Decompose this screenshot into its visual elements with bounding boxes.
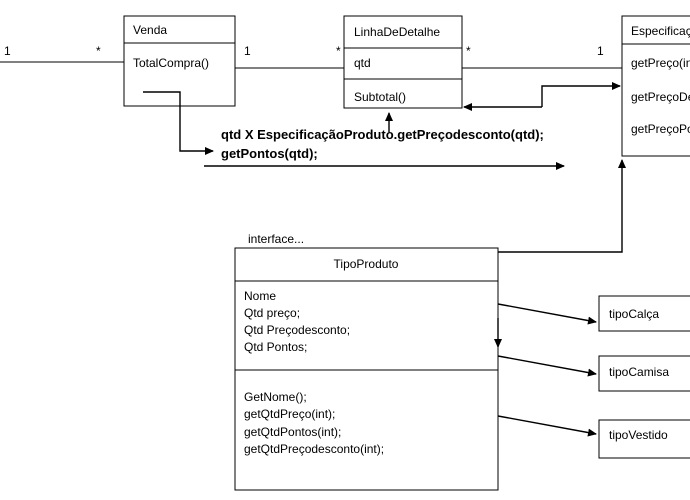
- tipo-produto-attribute-4: Qtd Pontos;: [244, 340, 307, 354]
- tipo-produto-attribute-2: Qtd preço;: [244, 306, 300, 320]
- class-tipo-calca-name: tipoCalça: [609, 307, 659, 321]
- note-line-2: getPontos(qtd);: [221, 146, 318, 161]
- class-especificacao-method-1: getPreço(int): [631, 56, 690, 70]
- multiplicity-venda-left: *: [96, 44, 101, 58]
- interface-stereotype: interface...: [248, 232, 304, 246]
- tipo-produto-method-4: getQtdPreçodesconto(int);: [244, 442, 384, 456]
- interface-tipo-produto[interactable]: TipoProduto Nome Qtd preço; Qtd Preçodes…: [234, 247, 499, 491]
- class-especificacao-name: EspecificaçãoProduto: [631, 24, 690, 38]
- class-venda-method: TotalCompra(): [133, 56, 209, 70]
- class-venda[interactable]: Venda TotalCompra(): [123, 15, 236, 107]
- multiplicity-linha-right: *: [466, 44, 471, 58]
- arrow-to-tipo-vestido: [497, 415, 597, 437]
- class-tipo-camisa-name: tipoCamisa: [609, 365, 669, 379]
- class-tipo-vestido[interactable]: tipoVestido: [598, 419, 690, 459]
- message-arrow-linha-to-especificacao: [541, 82, 621, 107]
- arrow-tipo-produto-to-especificacao: [498, 159, 626, 253]
- class-especificacao-method-2: getPreçoDesconto(int): [631, 90, 690, 104]
- multiplicity-linha-left: *: [336, 44, 341, 58]
- tipo-produto-method-1: GetNome();: [244, 390, 307, 404]
- note-line-1: qtd X EspecificaçãoProduto.getPreçodesco…: [221, 127, 544, 142]
- class-linha-method: Subtotal(): [354, 90, 406, 104]
- class-especificacao-produto[interactable]: EspecificaçãoProduto getPreço(int) getPr…: [621, 15, 690, 157]
- arrow-to-tipo-camisa: [497, 355, 597, 377]
- class-venda-name: Venda: [133, 23, 167, 37]
- tipo-produto-method-2: getQtdPreço(int);: [244, 407, 335, 421]
- tipo-produto-method-3: getQtdPontos(int);: [244, 425, 341, 439]
- multiplicity-venda-right: 1: [244, 44, 251, 58]
- multiplicity-especificacao-left: 1: [597, 44, 604, 58]
- class-especificacao-method-3: getPreçoPontos(int): [631, 122, 690, 136]
- interface-tipo-produto-name: TipoProduto: [334, 257, 399, 271]
- tipo-produto-attribute-3: Qtd Preçodesconto;: [244, 323, 350, 337]
- class-linha-name: LinhaDeDetalhe: [354, 25, 440, 39]
- message-arrow-venda-to-note: [143, 91, 214, 155]
- class-tipo-calca[interactable]: tipoCalça: [598, 295, 690, 332]
- class-tipo-vestido-name: tipoVestido: [609, 428, 668, 442]
- multiplicity-left-of-venda: 1: [4, 44, 11, 58]
- tipo-produto-attribute-1: Nome: [244, 289, 276, 303]
- class-tipo-camisa[interactable]: tipoCamisa: [598, 355, 690, 392]
- class-linha-de-detalhe[interactable]: LinhaDeDetalhe qtd Subtotal(): [343, 15, 463, 109]
- class-linha-attribute: qtd: [354, 56, 371, 70]
- arrow-to-tipo-calca: [497, 303, 597, 325]
